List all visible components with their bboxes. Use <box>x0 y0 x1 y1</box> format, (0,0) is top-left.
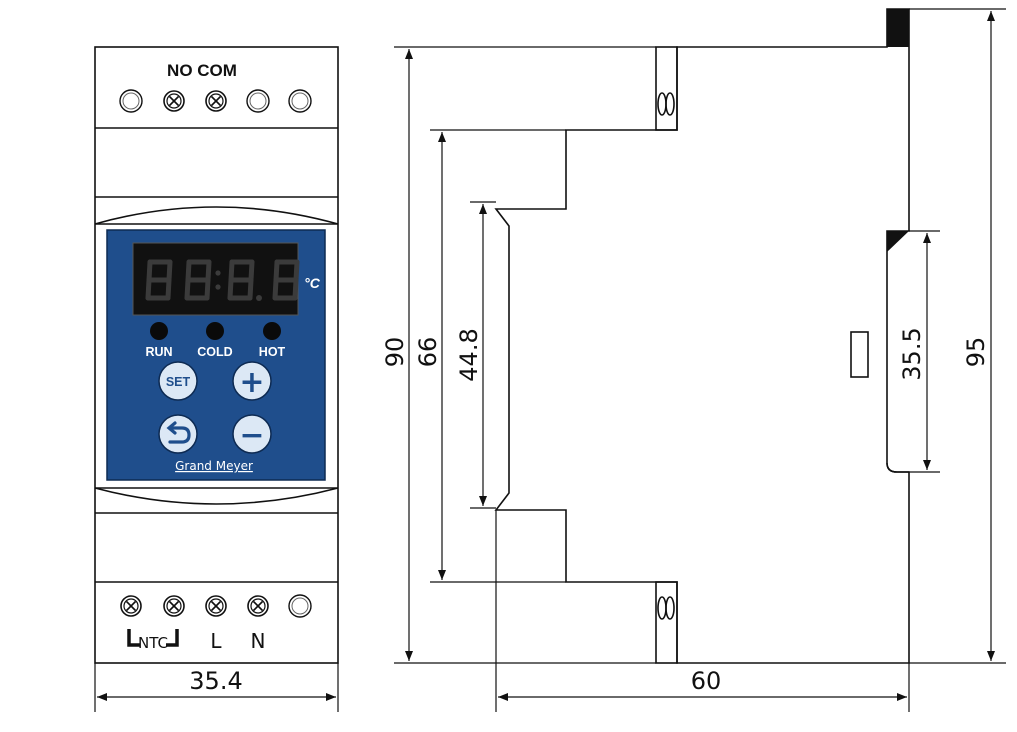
terminal-screw-ntc1 <box>120 595 142 617</box>
side-view <box>494 8 910 664</box>
dimension-height-clip-value: 44.8 <box>455 328 483 381</box>
display-segment <box>204 277 211 301</box>
side-slot <box>850 331 869 378</box>
display-segment <box>273 259 280 283</box>
plus-icon: + <box>239 365 264 400</box>
display-segment <box>272 277 279 301</box>
display-segment <box>293 259 300 283</box>
brand-logo: Grand Meyer <box>175 459 253 473</box>
lower-tab-hole <box>657 596 667 620</box>
display-colon <box>215 284 221 290</box>
terminal-hole <box>246 89 270 113</box>
dimension-height-rail-step <box>430 129 566 583</box>
display-segment <box>146 259 153 283</box>
cold-indicator-label: COLD <box>197 345 232 359</box>
dimension-height-total <box>909 8 1006 664</box>
terminal-screw-no <box>163 90 185 112</box>
terminal-screw-com <box>205 90 227 112</box>
dimension-height-rail-step-value: 66 <box>414 337 442 368</box>
run-indicator-label: RUN <box>145 345 172 359</box>
rail-hook-wedge <box>887 231 909 252</box>
side-profile <box>494 8 910 664</box>
display-segment <box>185 259 192 283</box>
dimension-depth-value: 60 <box>691 667 722 695</box>
display-segment <box>184 277 191 301</box>
dimension-depth <box>495 510 910 712</box>
ntc-bracket <box>127 629 179 647</box>
dimension-height-total-value: 95 <box>962 337 990 368</box>
upper-mount-tab <box>655 46 678 131</box>
terminal-hole <box>288 89 312 113</box>
undo-arrow-icon <box>166 421 191 444</box>
display-segment <box>227 277 234 301</box>
plus-button[interactable]: + <box>232 361 272 401</box>
display-segment <box>166 259 173 283</box>
ntc-terminal-label: NTC <box>138 634 168 652</box>
temperature-unit: °C <box>304 275 321 291</box>
dimension-rail <box>909 230 940 473</box>
dimension-height-body-value: 90 <box>381 337 409 368</box>
display-segment <box>292 277 299 301</box>
terminal-screw-ntc2 <box>163 595 185 617</box>
dimension-height-clip <box>470 201 496 509</box>
display-segment <box>228 259 235 283</box>
back-button[interactable] <box>158 414 198 454</box>
terminal-hole <box>119 89 143 113</box>
upper-tab-hole <box>657 92 667 116</box>
lower-cover-arc <box>94 487 339 505</box>
display-segment <box>145 277 152 301</box>
set-button-label: SET <box>166 375 191 389</box>
top-terminal-label: NO COM <box>167 61 237 80</box>
dimension-height-body <box>394 46 656 664</box>
terminal-hole <box>288 594 312 618</box>
minus-button[interactable]: − <box>232 414 272 454</box>
display-segment <box>205 259 212 283</box>
cold-indicator-led <box>206 322 224 340</box>
display-segment <box>248 259 255 283</box>
n-terminal-label: N <box>251 629 266 653</box>
set-button[interactable]: SET <box>158 361 198 401</box>
display-segment <box>247 277 254 301</box>
rail-latch <box>886 462 909 473</box>
dimension-width-front-value: 35.4 <box>189 667 242 695</box>
run-indicator-led <box>150 322 168 340</box>
display-decimal-point <box>256 295 262 301</box>
display-digits <box>145 259 300 301</box>
display-segment <box>165 277 172 301</box>
l-terminal-label: L <box>210 629 222 653</box>
hot-indicator-led <box>263 322 281 340</box>
top-rail-block <box>887 9 909 47</box>
dimension-width-front <box>94 663 339 712</box>
lower-mount-tab <box>655 581 678 664</box>
display-colon <box>215 270 221 276</box>
terminal-screw-l <box>205 595 227 617</box>
hot-indicator-label: HOT <box>259 345 286 359</box>
upper-cover-arc <box>94 206 339 225</box>
minus-icon: − <box>239 418 264 453</box>
terminal-screw-n <box>247 595 269 617</box>
dimension-rail-value: 35.5 <box>898 327 926 380</box>
